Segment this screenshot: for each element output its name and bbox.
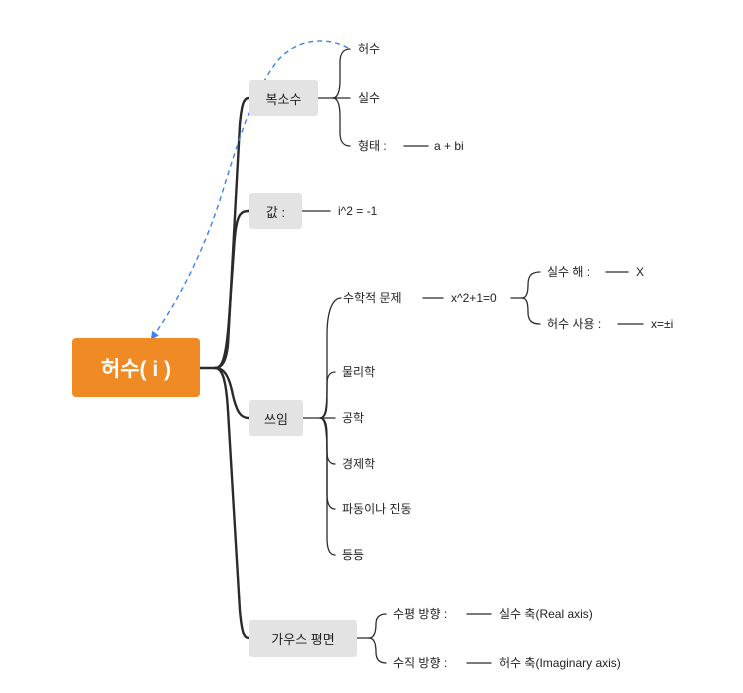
node-economics[interactable]: 경제학 [342,457,376,471]
link-to-gauss [213,366,251,640]
branch-uses[interactable]: 쓰임 [249,400,303,436]
node-real-solution-value[interactable]: X [636,265,645,279]
node-form-value[interactable]: a + bi [434,139,464,153]
link-to-complex [213,96,251,370]
complex-link-form [332,97,351,147]
uses-link-physics [319,371,336,419]
node-imaginary[interactable]: 허수 [358,42,381,56]
link-to-uses [213,366,251,420]
relationship-arrow [150,40,349,340]
node-form[interactable]: 형태 : [358,139,387,153]
gauss-link-vertical [368,637,387,664]
uses-link-etc [319,417,336,556]
branch-complex[interactable]: 복소수 [249,80,318,116]
node-physics[interactable]: 물리학 [342,365,376,379]
node-etc[interactable]: 등등 [342,548,365,562]
node-engineering[interactable]: 공학 [342,411,365,425]
equation-link-imag-sol [521,297,541,325]
node-horizontal-value[interactable]: 실수 축(Real axis) [499,607,593,621]
branch-gauss[interactable]: 가우스 평면 [249,620,357,657]
node-imag-solution[interactable]: 허수 사용 : [547,317,602,331]
link-to-value [213,209,251,370]
node-vertical[interactable]: 수직 방향 : [393,656,448,670]
uses-link-math [319,297,342,419]
gauss-link-horizontal [368,613,387,639]
equation-link-real-sol [521,271,541,299]
root-node[interactable]: 허수( i ) [72,338,200,397]
node-real[interactable]: 실수 [358,91,381,105]
node-value-equation[interactable]: i^2 = -1 [338,204,378,218]
node-horizontal[interactable]: 수평 방향 : [393,607,448,621]
complex-link-imag [332,48,351,99]
branch-value[interactable]: 값 : [249,193,302,229]
node-imag-solution-value[interactable]: x=±i [651,317,674,331]
node-vertical-value[interactable]: 허수 축(Imaginary axis) [499,656,621,670]
node-real-solution[interactable]: 실수 해 : [547,265,591,279]
node-waves[interactable]: 파동이나 진동 [342,502,412,516]
node-equation[interactable]: x^2+1=0 [451,291,497,305]
node-math-problem[interactable]: 수학적 문제 [343,291,402,305]
